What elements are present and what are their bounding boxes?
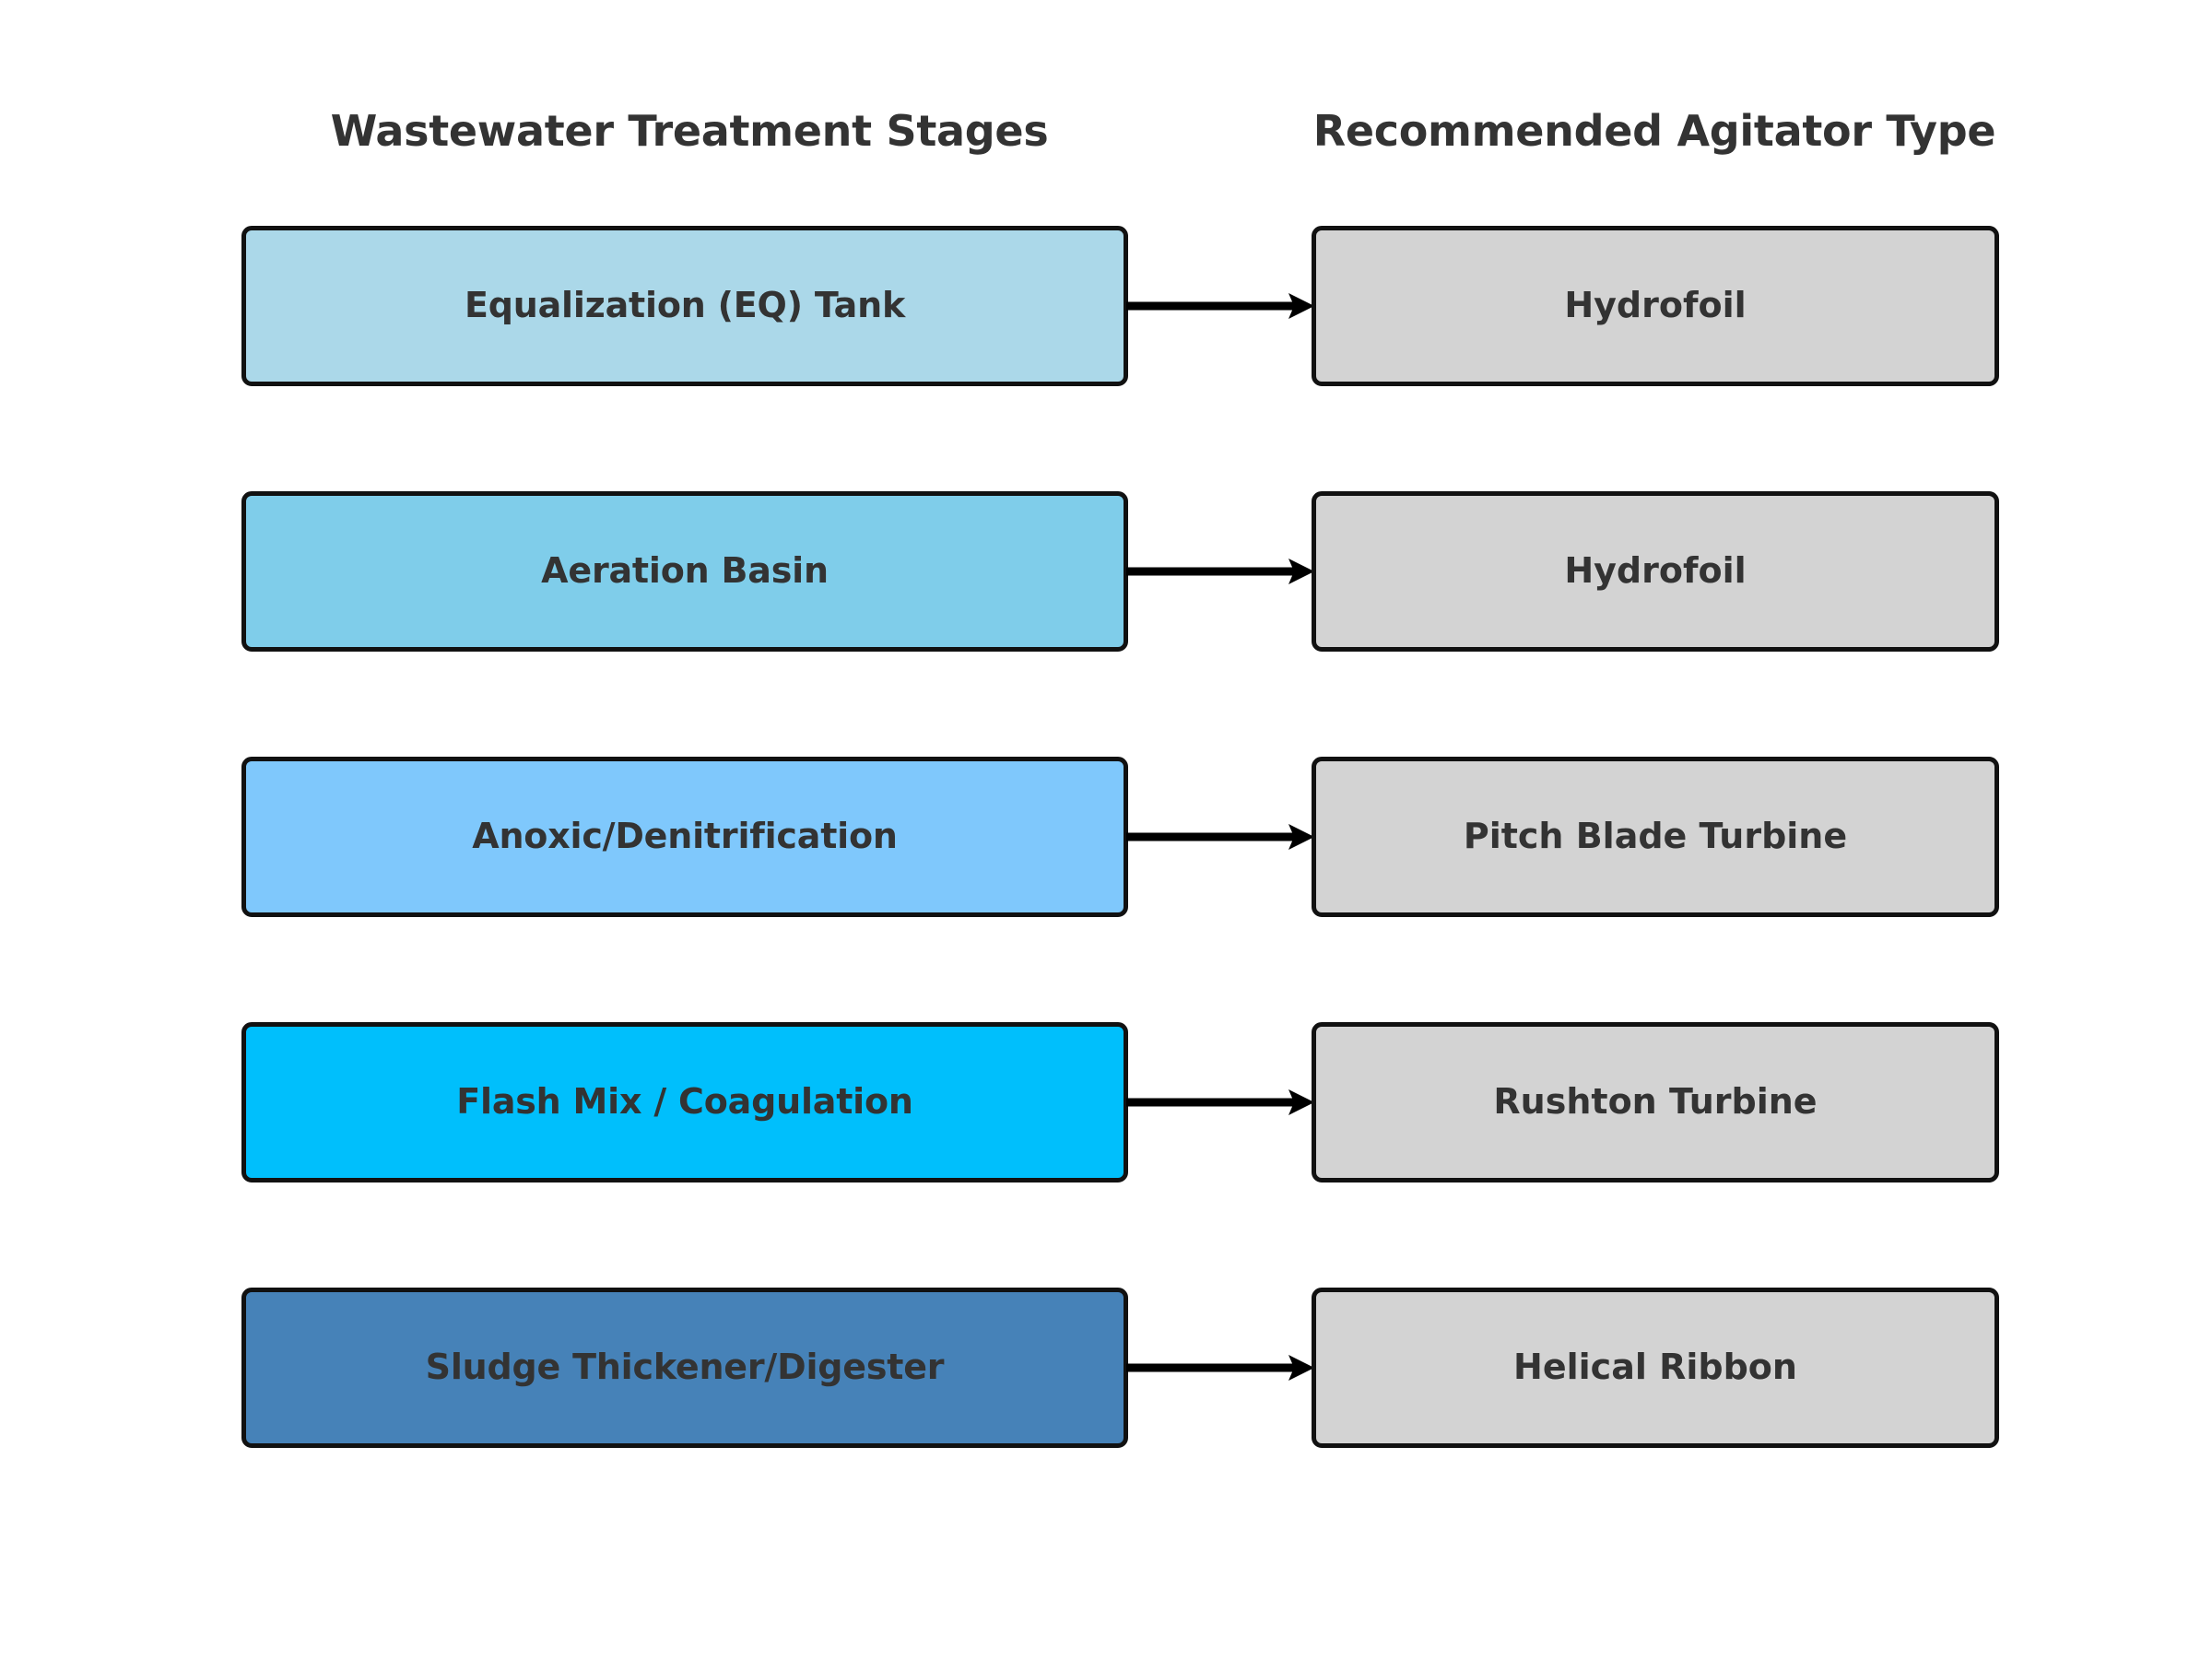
agitator-node[interactable]: Pitch Blade Turbine — [1312, 757, 1999, 917]
stage-node-label: Anoxic/Denitrification — [472, 816, 898, 857]
connector-arrow — [1126, 293, 1314, 319]
agitator-node-label: Helical Ribbon — [1513, 1347, 1797, 1388]
agitator-node[interactable]: Rushton Turbine — [1312, 1022, 1999, 1182]
stage-node[interactable]: Aeration Basin — [241, 491, 1128, 652]
stage-node[interactable]: Flash Mix / Coagulation — [241, 1022, 1128, 1182]
column-header-stages: Wastewater Treatment Stages — [330, 106, 1049, 156]
connector-arrow — [1126, 559, 1314, 584]
stage-node[interactable]: Sludge Thickener/Digester — [241, 1288, 1128, 1448]
stage-node-label: Sludge Thickener/Digester — [425, 1347, 945, 1388]
mapping-row: Flash Mix / Coagulation Rushton Turbine — [0, 1022, 2212, 1182]
agitator-node[interactable]: Hydrofoil — [1312, 491, 1999, 652]
stage-node-label: Equalization (EQ) Tank — [464, 285, 906, 326]
stage-node[interactable]: Anoxic/Denitrification — [241, 757, 1128, 917]
agitator-node-label: Hydrofoil — [1564, 550, 1747, 592]
mapping-row: Equalization (EQ) Tank Hydrofoil — [0, 226, 2212, 386]
connector-arrow — [1126, 1355, 1314, 1381]
stage-node-label: Aeration Basin — [541, 550, 829, 592]
connector-arrow — [1126, 1089, 1314, 1115]
agitator-node-label: Pitch Blade Turbine — [1463, 816, 1848, 857]
agitator-node-label: Rushton Turbine — [1493, 1081, 1818, 1123]
agitator-node[interactable]: Hydrofoil — [1312, 226, 1999, 386]
mapping-row: Aeration Basin Hydrofoil — [0, 491, 2212, 652]
stage-node-label: Flash Mix / Coagulation — [456, 1081, 913, 1123]
column-header-agitator: Recommended Agitator Type — [1312, 106, 1996, 156]
mapping-row: Anoxic/Denitrification Pitch Blade Turbi… — [0, 757, 2212, 917]
agitator-node-label: Hydrofoil — [1564, 285, 1747, 326]
mapping-row: Sludge Thickener/Digester Helical Ribbon — [0, 1288, 2212, 1448]
agitator-node[interactable]: Helical Ribbon — [1312, 1288, 1999, 1448]
connector-arrow — [1126, 824, 1314, 850]
stage-node[interactable]: Equalization (EQ) Tank — [241, 226, 1128, 386]
